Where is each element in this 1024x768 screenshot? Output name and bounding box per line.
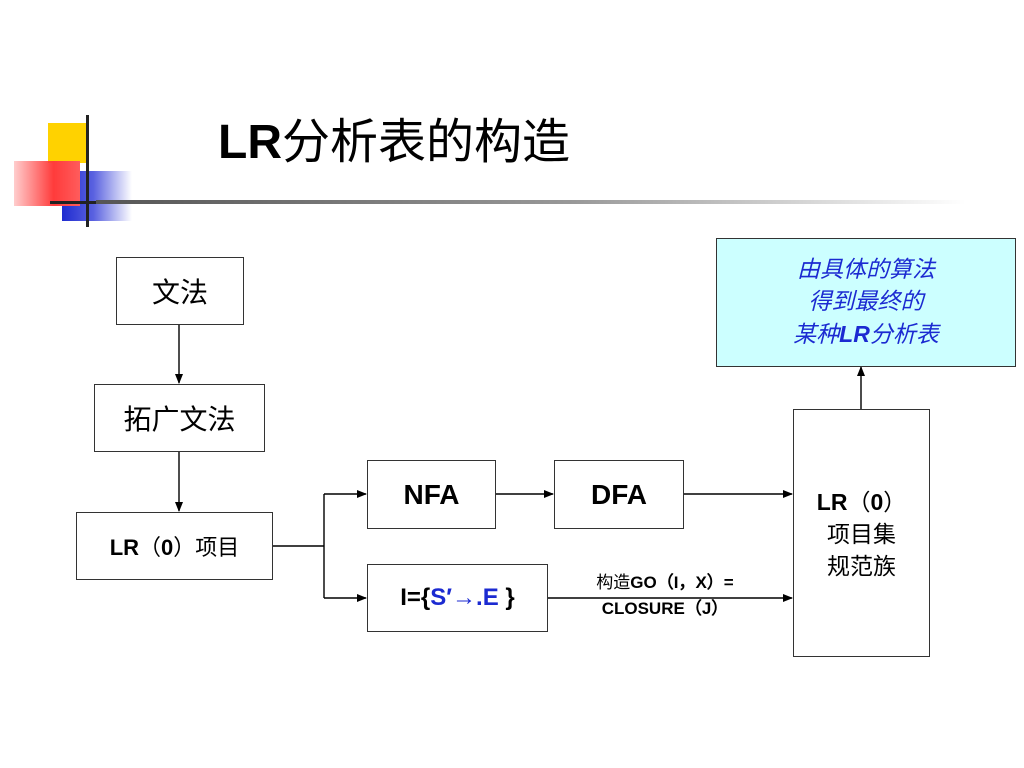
- augmented-grammar-box: 拓广文法: [94, 384, 265, 452]
- edge-label-line1: 构造GO（I，X）=: [596, 573, 734, 593]
- grammar-label: 文法: [151, 276, 208, 309]
- edge-label-goto-closure: 构造GO（I，X）= CLOSURE（J）: [560, 570, 770, 622]
- final-line1: 由具体的算法: [796, 257, 935, 283]
- edge-label-line2: CLOSURE（J）: [601, 599, 729, 618]
- augmented-grammar-label: 拓广文法: [123, 403, 236, 436]
- nfa-label: NFA: [403, 478, 460, 510]
- lr0-items-label: LR（0）项目: [109, 535, 240, 561]
- deco-horizontal-line: [50, 201, 140, 204]
- page-title: LR分析表的构造: [218, 112, 570, 173]
- final-line2: 得到最终的: [808, 289, 924, 315]
- title-latin: LR: [218, 116, 282, 169]
- dfa-box: DFA: [554, 460, 684, 529]
- final-line3: 某种LR分析表: [793, 321, 939, 348]
- dfa-label: DFA: [591, 478, 647, 510]
- grammar-box: 文法: [116, 257, 244, 325]
- lr0-items-box: LR（0）项目: [76, 512, 273, 580]
- nfa-box: NFA: [367, 460, 496, 529]
- lr0-collection-label: LR（0） 项目集 规范族: [817, 486, 906, 583]
- collection-line2: 项目集: [827, 522, 896, 548]
- title-rule: [96, 200, 966, 204]
- final-table-label: 由具体的算法 得到最终的 某种LR分析表: [793, 254, 939, 351]
- title-chinese: 分析表的构造: [281, 114, 570, 170]
- final-table-box: 由具体的算法 得到最终的 某种LR分析表: [716, 238, 1016, 367]
- initial-item-label: I={S′→.E }: [400, 584, 515, 611]
- deco-vertical-line: [86, 115, 89, 227]
- collection-line3: 规范族: [827, 554, 896, 580]
- lr0-collection-box: LR（0） 项目集 规范族: [793, 409, 930, 657]
- deco-red-square: [14, 161, 80, 206]
- corner-decoration: [10, 115, 140, 230]
- initial-item-box: I={S′→.E }: [367, 564, 548, 632]
- deco-yellow-square: [48, 123, 88, 163]
- collection-line1: LR（0）: [816, 489, 907, 516]
